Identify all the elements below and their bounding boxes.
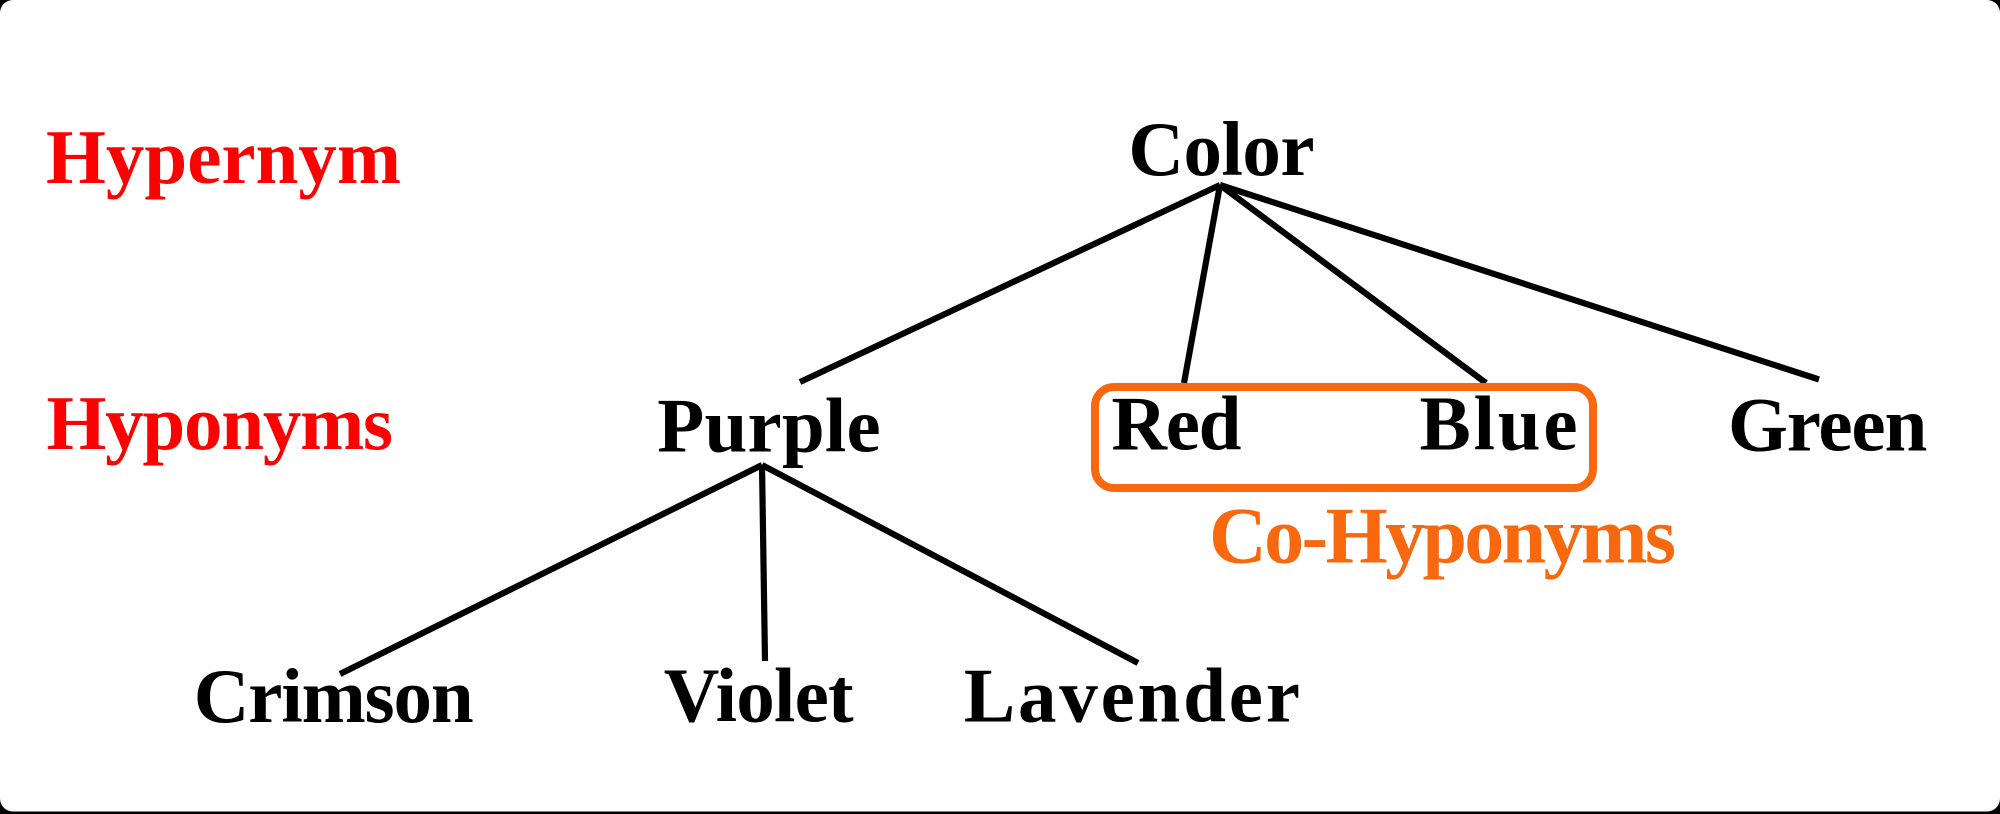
svg-text:Purple: Purple — [657, 383, 880, 469]
svg-text:Hypernym: Hypernym — [46, 114, 401, 200]
svg-text:Lavender: Lavender — [964, 653, 1300, 739]
svg-text:Co-Hyponyms: Co-Hyponyms — [1209, 493, 1676, 581]
svg-text:Crimson: Crimson — [194, 653, 474, 739]
svg-text:Hyponyms: Hyponyms — [47, 380, 394, 466]
svg-text:Green: Green — [1728, 382, 1927, 468]
svg-text:Red: Red — [1111, 381, 1241, 467]
svg-text:Color: Color — [1128, 106, 1314, 192]
svg-text:Blue: Blue — [1420, 381, 1578, 467]
svg-text:Violet: Violet — [664, 653, 854, 739]
